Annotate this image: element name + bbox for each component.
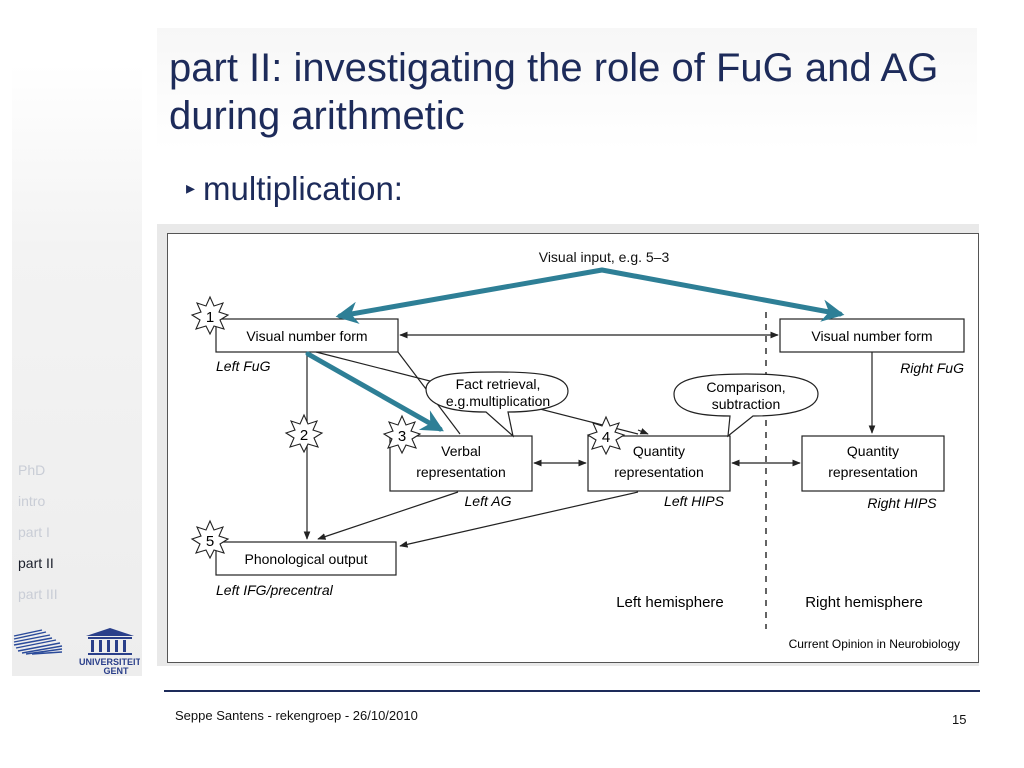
bullet-text: multiplication: (203, 170, 403, 207)
badge-2-icon: 2 (284, 413, 324, 454)
verbal-line-2: representation (416, 464, 506, 480)
slide-title: part II: investigating the role of FuG a… (169, 46, 939, 138)
left-hips-label: Left HIPS (664, 493, 725, 509)
nav-item-part-3[interactable]: part III (18, 586, 58, 602)
temple-icon (86, 628, 134, 655)
input-left-highlight-arrow (335, 267, 605, 324)
phonological-label: Phonological output (245, 551, 368, 567)
left-quantity-line-1: Quantity (633, 443, 685, 459)
left-ag-label: Left AG (465, 493, 512, 509)
right-hips-label: Right HIPS (867, 495, 937, 511)
left-ifg-label: Left IFG/precentral (216, 582, 334, 598)
logo-lines-icon (13, 629, 63, 655)
right-vnf-label: Visual number form (811, 328, 932, 344)
left-fug-label: Left FuG (216, 358, 271, 374)
badge-4-label: 4 (602, 429, 610, 446)
footer-author: Seppe Santens - rekengroep - 26/10/2010 (175, 708, 418, 723)
badge-5-icon: 5 (190, 519, 230, 560)
comp-bubble-line-2: subtraction (712, 396, 780, 412)
footer-rule (164, 690, 980, 692)
verbal-phon-arrow (317, 491, 459, 540)
badge-5-label: 5 (206, 533, 214, 550)
phonological-box (215, 541, 397, 576)
input-right-highlight-arrow (599, 267, 845, 322)
badge-3-label: 3 (398, 428, 406, 445)
comp-bubble-line-1: Comparison, (706, 379, 785, 395)
left-vnf-label: Visual number form (246, 328, 367, 344)
right-quantity-line-2: representation (828, 464, 918, 480)
verbal-box (389, 435, 533, 492)
title-panel (157, 28, 977, 150)
source-label: Current Opinion in Neurobiology (789, 637, 960, 651)
fact-retrieval-bubble: Fact retrieval, e.g.multiplication (425, 371, 569, 438)
logo-text-university: UNIVERSITEIT (79, 657, 140, 667)
left-quantity-line-2: representation (614, 464, 704, 480)
quantity-phon-arrow (399, 491, 639, 548)
nav-item-part-1[interactable]: part I (18, 524, 50, 540)
visual-input-label: Visual input, e.g. 5–3 (539, 249, 670, 265)
logo-text-gent: GENT (103, 666, 129, 676)
fact-bubble-line-1: Fact retrieval, (456, 376, 541, 392)
sidebar-nav: PhD intro part I part II part III (18, 455, 58, 610)
nav-item-phd[interactable]: PhD (18, 462, 46, 478)
fact-bubble-line-2: e.g.multiplication (446, 393, 550, 409)
right-vnf-box (779, 318, 965, 353)
left-vnf-box (215, 318, 399, 353)
right-fug-label: Right FuG (900, 360, 964, 376)
bullet-triangle-icon: ▸ (186, 178, 196, 198)
left-hemisphere-label: Left hemisphere (616, 594, 724, 611)
sidebar (12, 64, 142, 676)
badge-1-label: 1 (206, 309, 214, 326)
badge-1-icon: 1 (190, 295, 230, 336)
nav-item-intro[interactable]: intro (18, 493, 46, 509)
fug-ag-highlight-arrow (305, 351, 444, 432)
neuro-model-diagram: Visual input, e.g. 5–3 Visual number for… (167, 233, 979, 663)
right-quantity-line-1: Quantity (847, 443, 899, 459)
badge-4-icon: 4 (586, 415, 626, 456)
right-hemisphere-label: Right hemisphere (805, 594, 923, 611)
right-quantity-box (801, 435, 945, 492)
comparison-bubble: Comparison, subtraction (673, 373, 819, 438)
page-number: 15 (952, 712, 967, 727)
verbal-line-1: Verbal (441, 443, 481, 459)
university-logo: UNIVERSITEIT GENT (12, 626, 142, 676)
badge-2-label: 2 (300, 427, 308, 444)
badge-3-icon: 3 (382, 414, 422, 455)
nav-item-part-2[interactable]: part II (18, 555, 54, 571)
bullet-item: ▸ multiplication: (186, 170, 403, 208)
